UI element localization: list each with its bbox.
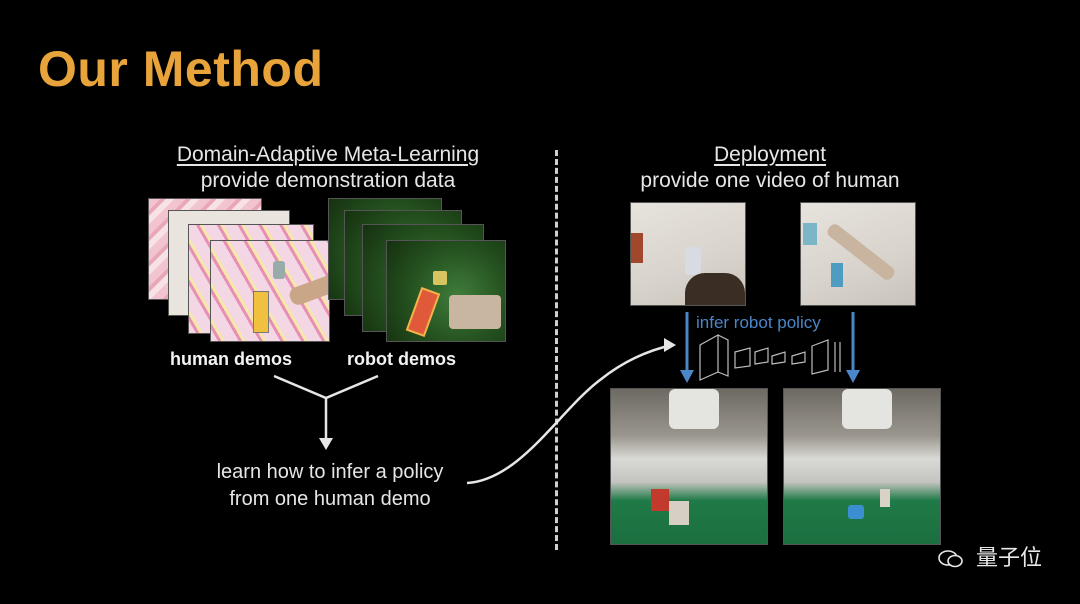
learn-caption: learn how to infer a policy from one hum… bbox=[170, 459, 490, 513]
slide-title: Our Method bbox=[38, 41, 324, 97]
left-heading: Domain-Adaptive Meta-Learning bbox=[176, 143, 480, 166]
neural-network-icon bbox=[699, 333, 841, 381]
right-subheading: provide one video of human bbox=[640, 169, 900, 192]
merge-lines bbox=[273, 374, 379, 400]
robot-head bbox=[842, 389, 892, 429]
human-video-frame-2 bbox=[800, 202, 916, 306]
right-section-header: Deployment provide one video of human bbox=[600, 142, 940, 194]
learn-line-1: learn how to infer a policy bbox=[216, 461, 444, 483]
wechat-icon bbox=[938, 549, 964, 569]
cup-object bbox=[803, 223, 817, 245]
watermark-text: 量子位 bbox=[975, 545, 1042, 570]
robot-demos-label: robot demos bbox=[347, 349, 457, 369]
bottle-object bbox=[273, 261, 285, 279]
curved-arrow-head bbox=[664, 338, 676, 352]
bottle-object bbox=[831, 263, 843, 287]
right-heading: Deployment bbox=[713, 143, 827, 166]
learn-line-2: from one human demo bbox=[229, 488, 431, 510]
cup-object bbox=[433, 271, 447, 285]
cup-object bbox=[651, 489, 669, 511]
robot-head bbox=[669, 389, 719, 429]
curved-arrow bbox=[466, 343, 673, 485]
left-section-header: Domain-Adaptive Meta-Learning provide de… bbox=[140, 142, 516, 194]
robot-gripper bbox=[449, 295, 501, 329]
robot-image-1 bbox=[610, 388, 768, 545]
robot-image-2 bbox=[783, 388, 941, 545]
bottle-object bbox=[880, 489, 890, 507]
down-arrow-head bbox=[319, 438, 333, 450]
left-blue-arrow-head bbox=[680, 370, 694, 383]
human-demo-frame bbox=[210, 240, 330, 342]
bottle-object bbox=[685, 247, 701, 275]
right-blue-arrow-head bbox=[846, 370, 860, 383]
infer-policy-label: infer robot policy bbox=[696, 313, 821, 332]
cup-object bbox=[253, 291, 269, 333]
human-video-frame-1 bbox=[630, 202, 746, 306]
left-subheading: provide demonstration data bbox=[200, 169, 456, 192]
robot-demo-frame bbox=[386, 240, 506, 342]
watermark: 量子位 bbox=[938, 540, 1042, 572]
box-object bbox=[669, 501, 689, 525]
cup-object bbox=[848, 505, 864, 519]
human-head bbox=[685, 273, 745, 305]
human-demos-label: human demos bbox=[170, 349, 293, 369]
section-divider bbox=[555, 150, 558, 550]
cup-object bbox=[631, 233, 643, 263]
